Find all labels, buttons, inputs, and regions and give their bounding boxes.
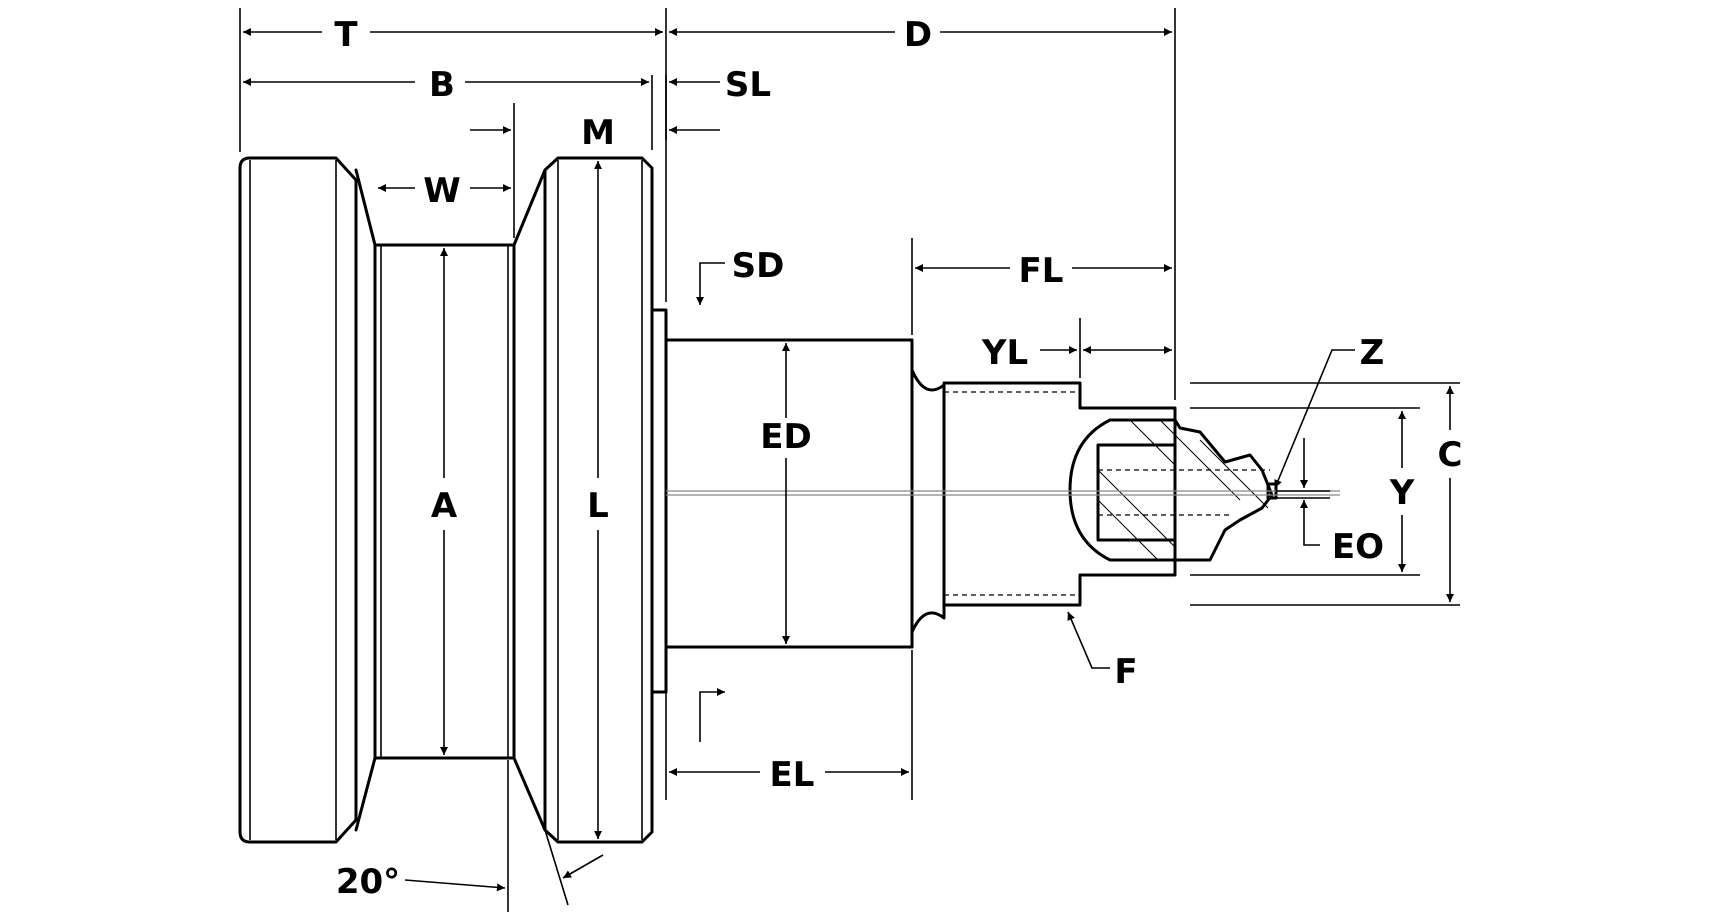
stud-undercut — [910, 338, 946, 649]
label-EO: EO — [1332, 527, 1384, 567]
section-hatching — [1097, 419, 1269, 561]
label-YL: YL — [981, 333, 1028, 373]
label-EL: EL — [770, 755, 815, 795]
dimension-lines — [243, 28, 1454, 892]
label-C: C — [1438, 435, 1463, 475]
label-D: D — [904, 15, 932, 55]
dim-angle-right — [562, 854, 604, 879]
dim-sd-top — [696, 262, 725, 305]
stud-outline — [650, 308, 1340, 694]
label-ED: ED — [760, 417, 811, 457]
label-angle: 20° — [336, 862, 400, 902]
label-SD: SD — [732, 246, 785, 286]
lube-fitting — [1173, 418, 1274, 562]
stud-shaft — [942, 381, 1177, 607]
ext-angle-slope — [544, 829, 569, 906]
roller-outline — [238, 156, 654, 844]
dim-eo-bottom — [1300, 500, 1320, 546]
label-F: F — [1114, 652, 1137, 692]
eccentric-body — [664, 338, 914, 649]
label-Y: Y — [1389, 473, 1415, 513]
hex-socket-section — [1068, 418, 1177, 562]
dim-f-leader — [1067, 611, 1110, 669]
label-FL: FL — [1019, 251, 1064, 291]
groove-profile — [354, 168, 547, 247]
label-L: L — [587, 486, 609, 526]
label-Z: Z — [1360, 333, 1385, 373]
label-A: A — [431, 486, 458, 526]
label-SL: SL — [725, 65, 771, 105]
left-flange — [238, 156, 358, 844]
dim-angle-left — [404, 879, 506, 892]
label-W: W — [423, 171, 461, 211]
label-B: B — [429, 65, 455, 105]
dim-sd-bottom — [699, 688, 725, 742]
extension-lines — [239, 8, 1460, 912]
socket-inner-left — [1096, 443, 1177, 542]
label-T: T — [334, 15, 358, 55]
dimension-labels: T D B SL M W SD FL YL Z ED A L C Y EO F … — [334, 15, 1462, 902]
dim-z-leader — [1274, 349, 1355, 489]
shoulder-washer — [650, 308, 668, 694]
right-flange — [543, 156, 654, 844]
label-M: M — [581, 113, 615, 153]
groove-profile-bottom — [354, 756, 547, 832]
